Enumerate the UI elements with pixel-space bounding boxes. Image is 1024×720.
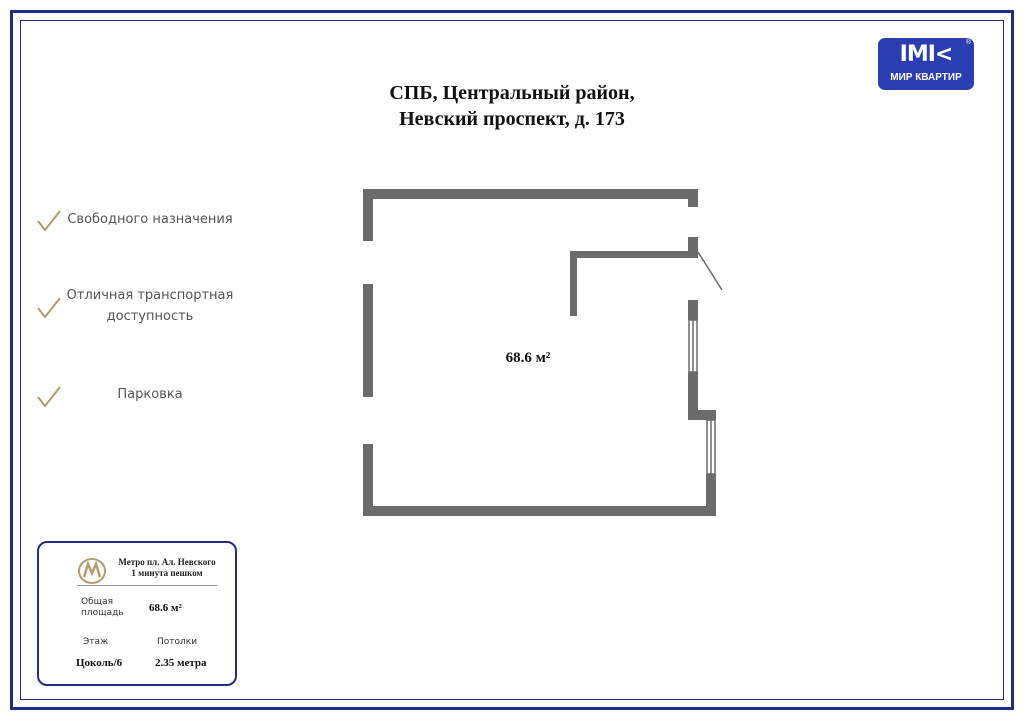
metro-line-1: Метро пл. Ал. Невского: [118, 557, 216, 567]
title-line-2: Невский проспект, д. 173: [399, 108, 625, 130]
mir-kvartir-logo: ӀΜӀ< МИР КВАРТИР ®: [878, 38, 974, 90]
metro-m-icon: [78, 558, 106, 584]
outer-frame: [10, 10, 1014, 710]
logo-text: МИР КВАРТИР: [890, 72, 962, 83]
feature-transport: Отличная транспортная доступность: [66, 288, 234, 324]
total-area-value: 68.6 м²: [149, 602, 182, 614]
page-title: СПБ, Центральный район, Невский проспект…: [0, 80, 1024, 132]
total-area-label-1: Общая: [81, 597, 114, 607]
feature-parking: Парковка: [117, 387, 183, 402]
check-icon: [37, 297, 61, 319]
ceiling-label: Потолки: [157, 637, 198, 647]
logo-mark: ӀΜӀ<: [899, 42, 954, 67]
floor-value: Цоколь/6: [76, 657, 123, 669]
logo-registered-mark: ®: [965, 39, 971, 46]
room-area-label: 68.6 м²: [505, 350, 551, 366]
check-icon: [37, 386, 61, 408]
check-icon: [37, 210, 61, 232]
inner-frame: [20, 20, 1004, 700]
metro-text: Метро пл. Ал. Невского 1 минута пешком: [107, 557, 227, 579]
total-area-label-2: площадь: [81, 608, 124, 618]
total-area-label: Общая площадь: [81, 597, 124, 619]
card-divider: [77, 585, 217, 586]
title-line-1: СПБ, Центральный район,: [389, 82, 635, 104]
ceiling-value: 2.35 метра: [155, 657, 207, 669]
metro-line-2: 1 минута пешком: [131, 568, 203, 578]
info-card: Метро пл. Ал. Невского 1 минута пешком О…: [37, 541, 237, 686]
feature-free-purpose: Свободного назначения: [67, 212, 233, 227]
floor-label: Этаж: [83, 637, 109, 647]
